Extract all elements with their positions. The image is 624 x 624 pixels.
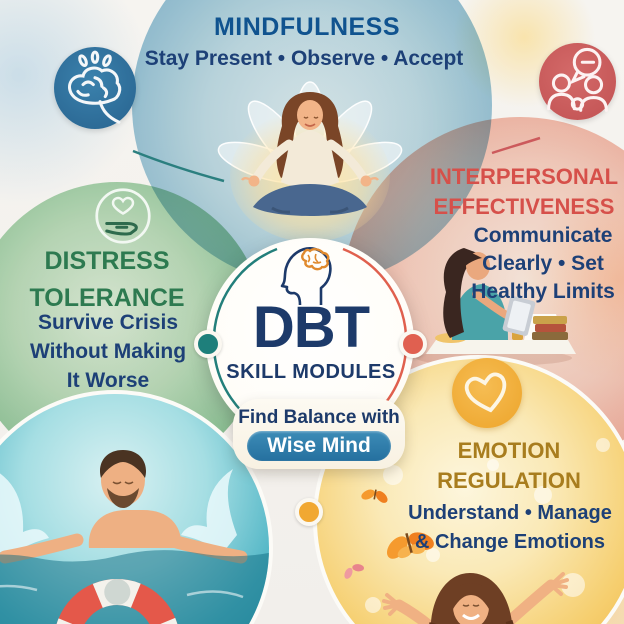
teal-accent-dot <box>194 330 222 358</box>
distress-title: DISTRESS TOLERANCE <box>29 243 184 317</box>
heart-badge-circle <box>452 358 522 428</box>
hand-holding-heart-icon <box>95 188 151 244</box>
interpersonal-subtitle-line2: Clearly • Set <box>482 252 604 275</box>
man-floating-illustration <box>0 450 269 624</box>
mindfulness-subtitle: Stay Present • Observe • Accept <box>144 47 464 70</box>
lifebuoy <box>56 579 178 624</box>
emotion-title: EMOTION REGULATION <box>437 436 581 496</box>
joyful-woman <box>382 572 569 624</box>
joyful-woman-illustration <box>344 438 610 624</box>
distress-title-line2: TOLERANCE <box>29 284 185 312</box>
distress-title-line1: DISTRESS <box>44 247 170 275</box>
badge-prefix-text: Find Balance with <box>238 407 400 428</box>
dbt-label: SKILL MODULES <box>226 361 396 383</box>
wise-mind-button: Wise Mind <box>247 431 391 461</box>
emotion-subtitle-line2: & Change Emotions <box>414 531 606 553</box>
interpersonal-title-line1: INTERPERSONAL <box>429 164 619 189</box>
interpersonal-title: INTERPERSONAL EFFECTIVENESS <box>430 162 618 222</box>
emotion-subtitle: Understand • Manage & Change Emotions <box>408 499 612 557</box>
interpersonal-subtitle-line1: Communicate <box>473 224 613 247</box>
brain-badge-circle <box>54 47 136 129</box>
distress-subtitle-line1: Survive Crisis <box>37 311 179 334</box>
head-profile-with-brain-icon <box>280 247 332 306</box>
distress-subtitle-line2: Without Making <box>29 340 187 363</box>
coral-accent-dot <box>399 330 427 358</box>
interpersonal-subtitle: Communicate Clearly • Set Healthy Limits <box>471 222 615 306</box>
emotion-title-line2: REGULATION <box>437 468 581 493</box>
butterflies <box>344 489 434 579</box>
wise-mind-badge: Find Balance with Wise Mind <box>233 399 405 469</box>
distress-water-circle <box>0 390 273 624</box>
interpersonal-subtitle-line3: Healthy Limits <box>471 280 615 303</box>
emotion-title-line1: EMOTION <box>457 438 561 463</box>
emotion-subtitle-line1: Understand • Manage <box>408 502 612 524</box>
meditating-woman <box>241 92 379 216</box>
distress-subtitle-line3: It Worse <box>66 369 150 392</box>
heart-icon <box>464 372 507 413</box>
floating-man <box>0 450 248 564</box>
people-badge-circle <box>539 43 616 120</box>
water-highlights <box>0 584 244 599</box>
water-splashes <box>0 469 237 560</box>
brain-doodle-icon <box>68 50 122 124</box>
two-people-conversation-icon <box>547 47 608 112</box>
dbt-acronym: DBT <box>252 295 370 360</box>
meditating-woman-illustration <box>217 81 403 242</box>
interpersonal-title-line2: EFFECTIVENESS <box>433 194 615 219</box>
distress-subtitle: Survive Crisis Without Making It Worse <box>30 308 186 395</box>
mindfulness-title: MINDFULNESS <box>213 13 401 41</box>
amber-accent-dot <box>295 498 323 526</box>
